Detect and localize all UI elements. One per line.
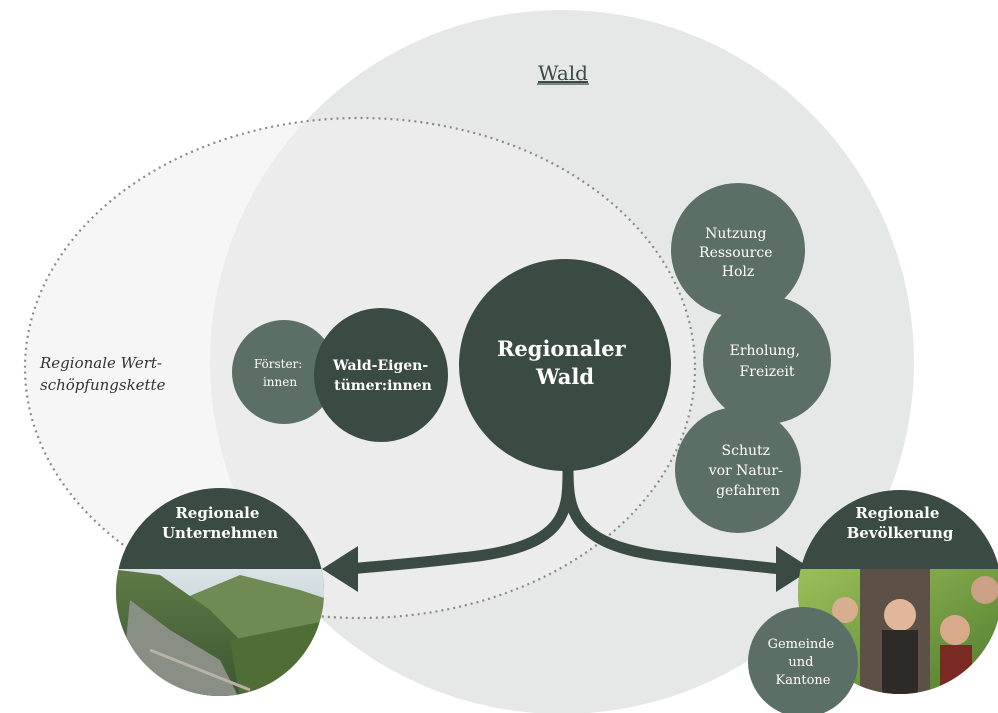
forest-title: Wald xyxy=(538,61,588,85)
protection-circle xyxy=(675,407,801,533)
use-wood-circle xyxy=(671,183,805,317)
mountain-photo xyxy=(116,569,324,696)
owners-circle xyxy=(314,308,448,442)
value-chain-label-line2: schöpfungskette xyxy=(40,376,166,394)
municipalities-label: Gemeinde und Kantone xyxy=(768,637,839,688)
population-label: Regionale Bevölkerung xyxy=(847,504,954,542)
foresters-label: Förster: innen xyxy=(254,357,306,389)
regional-forest-label: Regionaler Wald xyxy=(497,336,633,389)
foresters-circle xyxy=(232,320,336,424)
arrowhead-right xyxy=(776,546,812,592)
recreation-circle xyxy=(703,296,831,424)
recreation-label: Erholung, Freizeit xyxy=(730,343,805,380)
companies-label: Regionale Unternehmen xyxy=(162,504,278,542)
value-chain-label: Regionale Wert- schöpfungskette xyxy=(39,354,167,394)
use-wood-label: Nutzung Ressource Holz xyxy=(699,226,777,280)
arrowhead-left xyxy=(322,546,358,592)
arrow-to-population xyxy=(562,467,781,575)
protection-label: Schutz vor Natur- gefahren xyxy=(708,443,788,499)
flow-arrows xyxy=(349,467,781,575)
regional-forest-circle xyxy=(459,259,671,471)
owners-label: Wald-Eigen- tümer:innen xyxy=(332,358,433,394)
value-chain-label-line1: Regionale Wert- xyxy=(39,354,162,372)
municipalities-circle xyxy=(748,607,858,713)
